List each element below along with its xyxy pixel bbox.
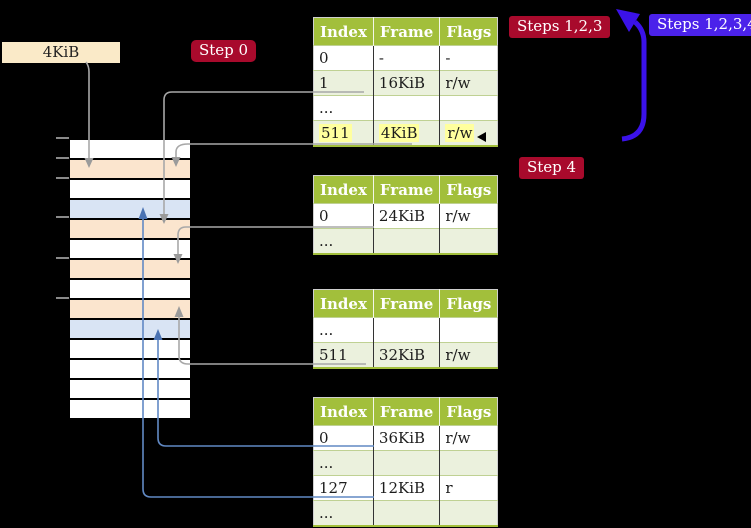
memory-frame-row (70, 160, 190, 180)
memory-tick (56, 257, 69, 259)
cell: 0 (313, 45, 374, 71)
cell: 0 (313, 425, 374, 451)
cell: - (439, 45, 498, 71)
memory-tick (56, 157, 69, 159)
cell: ... (313, 317, 374, 343)
memory-tick (56, 216, 69, 218)
cell: - (372, 45, 440, 71)
column-header: Frame (372, 175, 440, 204)
cell (372, 317, 440, 343)
steps1234-badge: Steps 1,2,3,4 (649, 14, 751, 36)
table-row: 511 32KiB r/w (313, 342, 498, 368)
cell (372, 95, 440, 121)
cell: 127 (313, 475, 374, 501)
table-row: 0 36KiB r/w (313, 425, 498, 451)
cell: r/w (439, 203, 498, 229)
cell: r/w (439, 342, 498, 368)
table-row: 1 16KiB r/w (313, 70, 498, 96)
step0-badge: Step 0 (191, 40, 257, 62)
frame-size-label: 4KiB (2, 42, 120, 63)
page-table-level3: Index Frame Flags 0 24KiB r/w ... (313, 175, 499, 255)
table-row: 127 12KiB r (313, 475, 498, 501)
cell: r/w (439, 425, 498, 451)
cell (439, 228, 498, 254)
memory-frame-row (70, 320, 190, 340)
column-header: Frame (372, 397, 440, 426)
memory-frame-row (70, 380, 190, 400)
cell: r (439, 475, 498, 501)
page-table-level1: Index Frame Flags 0 36KiB r/w ... 127 12… (313, 397, 499, 527)
cell: 12KiB (372, 475, 440, 501)
memory-tick (56, 137, 69, 139)
memory-frame-row (70, 280, 190, 300)
table-row: 0 - - (313, 45, 498, 71)
column-header: Flags (439, 175, 498, 204)
column-header: Index (313, 289, 374, 318)
cell: ... (313, 95, 374, 121)
highlight: 4KiB (378, 123, 420, 142)
memory-frame-row (70, 360, 190, 380)
cell: ... (313, 450, 374, 476)
cell: r/w (439, 120, 498, 146)
memory-frame-row (70, 240, 190, 260)
cell (372, 228, 440, 254)
cell (372, 500, 440, 526)
highlight: 511 (319, 123, 352, 142)
cell: 1 (313, 70, 374, 96)
cell: ... (313, 500, 374, 526)
memory-frame-row (70, 200, 190, 220)
table-row: ... (313, 500, 498, 526)
column-header: Frame (372, 17, 440, 46)
table-row: ... (313, 95, 498, 121)
cell: 32KiB (372, 342, 440, 368)
memory-tick (56, 297, 69, 299)
table-header-row: Index Frame Flags (313, 289, 498, 318)
column-header: Index (313, 17, 374, 46)
table-row: 0 24KiB r/w (313, 203, 498, 229)
page-table-level2: Index Frame Flags ... 511 32KiB r/w (313, 289, 499, 369)
cell (439, 450, 498, 476)
cell (439, 317, 498, 343)
highlight: r/w (445, 123, 475, 142)
memory-frame-row (70, 340, 190, 360)
cell: r/w (439, 70, 498, 96)
cell: ... (313, 228, 374, 254)
table-header-row: Index Frame Flags (313, 175, 498, 204)
cell: 16KiB (372, 70, 440, 96)
memory-tick (56, 177, 69, 179)
steps123-badge: Steps 1,2,3 (509, 16, 611, 38)
column-header: Index (313, 397, 374, 426)
column-header: Index (313, 175, 374, 204)
table-header-row: Index Frame Flags (313, 17, 498, 46)
table-row: ... (313, 450, 498, 476)
cell (439, 500, 498, 526)
page-table-level4: Index Frame Flags 0 - - 1 16KiB r/w ... … (313, 17, 499, 147)
cell: 36KiB (372, 425, 440, 451)
cell: 511 (313, 342, 374, 368)
cell: 0 (313, 203, 374, 229)
memory-frame-row (70, 400, 190, 420)
column-header: Flags (439, 17, 498, 46)
table-row: ... (313, 228, 498, 254)
loop-back-arrow (616, 9, 647, 142)
memory-frame-row (70, 180, 190, 200)
cell: 24KiB (372, 203, 440, 229)
table-row-highlighted: 511 4KiB r/w (313, 120, 498, 146)
table-row: ... (313, 317, 498, 343)
cell (439, 95, 498, 121)
connector-entry511-to-4kib (171, 143, 412, 167)
memory-frame-row (70, 140, 190, 160)
cell: 511 (313, 120, 374, 146)
column-header: Flags (439, 289, 498, 318)
column-header: Frame (372, 289, 440, 318)
memory-frame-row (70, 300, 190, 320)
step4-badge: Step 4 (519, 157, 585, 179)
memory-frame-row (70, 260, 190, 280)
cell (372, 450, 440, 476)
column-header: Flags (439, 397, 498, 426)
cell: 4KiB (372, 120, 440, 146)
physical-memory (70, 138, 190, 420)
memory-frame-row (70, 220, 190, 240)
table-header-row: Index Frame Flags (313, 397, 498, 426)
